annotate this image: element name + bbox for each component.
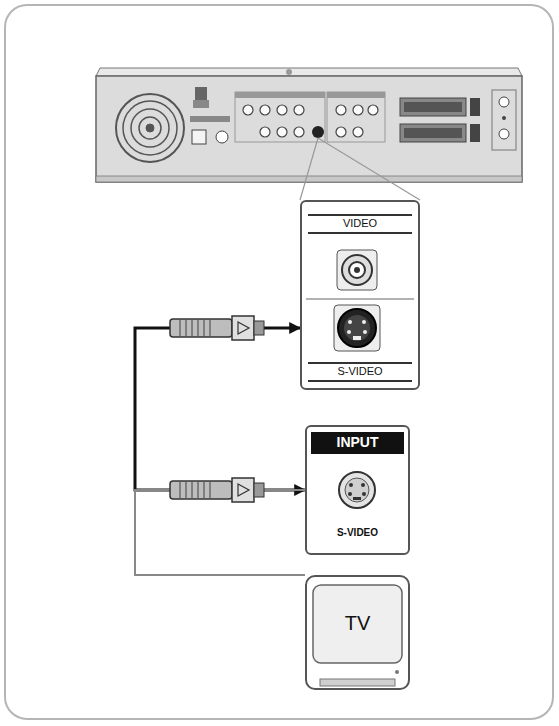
tv-screen — [313, 585, 402, 686]
input-panel: INPUT S-VIDEO — [305, 425, 410, 555]
s-video-plug — [170, 478, 264, 502]
jack-label: S-VIDEO — [307, 527, 408, 540]
tv-set: TV — [305, 575, 410, 690]
s-video-cable — [135, 328, 305, 490]
outer-frame — [5, 5, 553, 719]
fan — [116, 94, 184, 162]
zoom-leader — [300, 138, 420, 200]
tv-s-video-jack — [339, 472, 375, 508]
panel-heading: INPUT — [311, 432, 404, 454]
power-plug — [195, 87, 207, 101]
s-video-jack-small — [312, 126, 324, 138]
jack-label: VIDEO — [308, 214, 412, 234]
jack-panel: VIDEO S-VIDEO — [300, 200, 420, 390]
s-video-plug — [170, 316, 264, 340]
recorder-rear — [96, 68, 522, 182]
callout-tail — [135, 490, 305, 575]
tv-label: TV — [307, 611, 408, 636]
jack-label: S-VIDEO — [308, 362, 412, 382]
s-video-jack — [334, 305, 380, 351]
video-jack — [337, 250, 377, 290]
